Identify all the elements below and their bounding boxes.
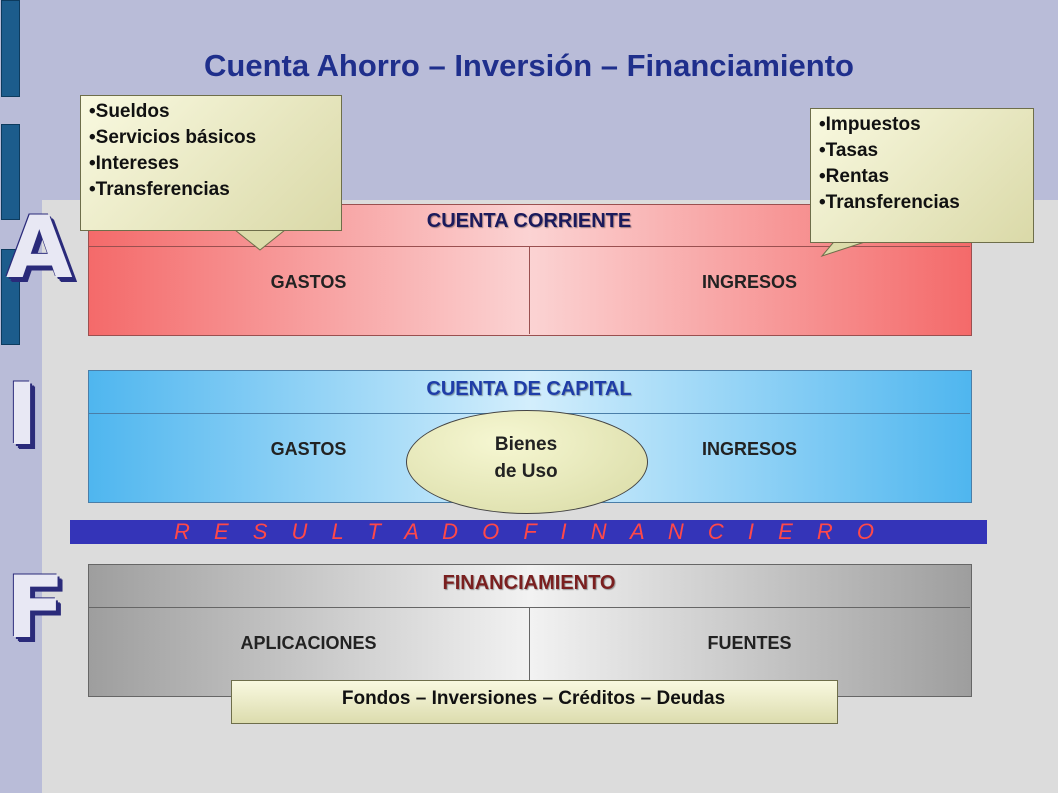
cuenta-corriente-ingresos: INGRESOS [701,272,798,292]
side-letter-a: A [6,198,73,298]
resultado-financiero-label: R E S U L T A D O F I N A N C I E R O [173,519,884,544]
financiamiento-header-line [88,607,970,608]
bienes-line-2: de Uso [494,461,558,482]
financiamiento-divider [529,608,530,695]
cuenta-corriente-gastos: GASTOS [270,272,347,292]
callout-item: Sueldos [89,99,341,125]
side-letter-i: I [6,365,38,465]
callout-item: Impuestos [819,112,1033,138]
financiamiento-fuentes: FUENTES [707,633,792,653]
cuenta-corriente-heading: CUENTA CORRIENTE [426,210,632,232]
callout-item: Intereses [89,151,341,177]
fondos-note-label: Fondos – Inversiones – Créditos – Deudas [341,688,726,709]
cuenta-corriente-header-line [88,246,970,247]
financiamiento-heading: FINANCIAMIENTO [442,572,616,594]
side-letter-f: F [6,558,65,658]
fondos-note-box [231,680,838,724]
callout-item: Transferencias [89,177,341,203]
bienes-de-uso-label: Bienes de Uso [406,431,646,485]
callout-item: Servicios básicos [89,125,341,151]
bienes-de-uso-ellipse [406,410,648,514]
callout-item: Rentas [819,164,1033,190]
page-title: Cuenta Ahorro – Inversión – Financiamien… [204,48,854,83]
bienes-line-1: Bienes [494,434,558,455]
sidebar-bar-3 [1,249,20,345]
sidebar-bar-1 [1,0,20,97]
sidebar-bar-2 [1,124,20,220]
financiamiento-box [88,564,972,697]
financiamiento-aplicaciones: APLICACIONES [240,633,377,653]
cuenta-capital-heading: CUENTA DE CAPITAL [426,378,632,400]
cuenta-capital-ingresos: INGRESOS [701,439,798,459]
resultado-financiero-bar [70,520,987,544]
cuenta-capital-gastos: GASTOS [270,439,347,459]
gastos-callout: Sueldos Servicios básicos Intereses Tran… [80,95,342,231]
callout-item: Transferencias [819,190,1033,216]
callout-item: Tasas [819,138,1033,164]
cuenta-corriente-divider [529,247,530,334]
ingresos-callout: Impuestos Tasas Rentas Transferencias [810,108,1034,243]
